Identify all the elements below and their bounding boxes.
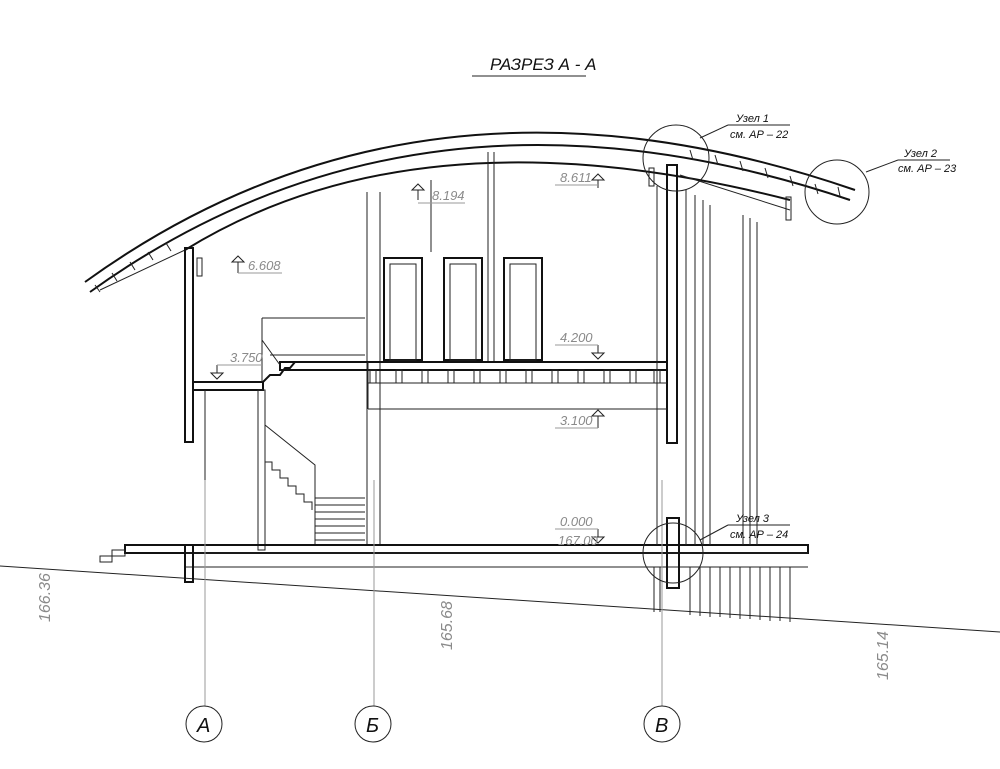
roof-left-end: [196, 257, 203, 277]
svg-text:см. АР – 24: см. АР – 24: [730, 529, 788, 541]
stair-upper-steps: [262, 361, 296, 383]
node-2-callout: Узел 2 см. АР – 23: [804, 148, 957, 225]
roof-outer: [84, 131, 856, 283]
node-3-callout: Узел 3 см. АР – 24: [642, 513, 790, 584]
lower-stair-steps: [265, 461, 313, 510]
svg-text:3.750: 3.750: [230, 350, 263, 365]
svg-text:Узел 2: Узел 2: [903, 148, 937, 160]
axis-v-bubble: [643, 705, 681, 743]
svg-text:8.611: 8.611: [560, 170, 592, 185]
svg-text:3.100: 3.100: [560, 413, 593, 428]
lower-stair-treads: [315, 497, 365, 541]
ground-line: [0, 565, 1000, 633]
node-1-callout: Узел 1 см. АР – 22: [642, 113, 790, 192]
svg-text:8.194: 8.194: [432, 188, 465, 203]
ground-mark-middle: 165.68: [439, 601, 456, 650]
level-4200: 4.200: [555, 330, 606, 360]
upper-windows: [383, 257, 543, 361]
foundation-left: [184, 544, 194, 583]
level-0000: 0.000 167.00: [555, 514, 606, 548]
right-top-block: [648, 167, 655, 187]
right-piles: [653, 567, 791, 622]
left-wall: [184, 247, 194, 443]
step-left: [111, 549, 126, 557]
svg-text:Узел 1: Узел 1: [735, 113, 769, 125]
mezzanine-slab: [279, 361, 668, 371]
roof-right-eave: [679, 174, 791, 211]
svg-text:167.00: 167.00: [558, 533, 599, 548]
level-6608: 6.608: [230, 255, 282, 274]
ground-slab: [124, 544, 809, 554]
axis-v-label: В: [655, 715, 668, 737]
right-wall: [666, 164, 678, 444]
mezzanine-joists: [369, 369, 661, 384]
svg-text:4.200: 4.200: [560, 330, 593, 345]
lower-stair-rail: [264, 424, 316, 545]
roof-left-eave: [99, 249, 186, 291]
axis-b-label: Б: [366, 715, 379, 737]
roof-right-end: [785, 196, 792, 221]
stair-post: [257, 389, 266, 551]
roof-rafters: [94, 149, 841, 293]
svg-text:см. АР – 23: см. АР – 23: [898, 163, 957, 175]
axis-b-bubble: [354, 705, 392, 743]
svg-text:0.000: 0.000: [560, 514, 593, 529]
svg-text:6.608: 6.608: [248, 258, 281, 273]
level-3100: 3.100: [555, 409, 606, 429]
level-3750: 3.750: [209, 350, 263, 380]
level-8194: 8.194: [410, 183, 465, 204]
ground-mark-left: 166.36: [37, 573, 54, 622]
right-facade-lines: [656, 186, 758, 545]
foundation-right: [666, 517, 680, 589]
axis-a-bubble: [185, 705, 223, 743]
step-left-2: [99, 555, 113, 563]
level-8611: 8.611: [555, 170, 606, 188]
svg-text:см. АР – 22: см. АР – 22: [730, 129, 788, 141]
stair-rail-slope: [261, 339, 281, 366]
roof-outer-2: [89, 143, 851, 293]
stair-landing: [192, 381, 264, 391]
ground-mark-right: 165.14: [875, 631, 892, 680]
axis-a-label: А: [196, 715, 210, 737]
drawing-title: РАЗРЕЗ А - А: [490, 55, 596, 74]
svg-text:Узел 3: Узел 3: [735, 513, 770, 525]
